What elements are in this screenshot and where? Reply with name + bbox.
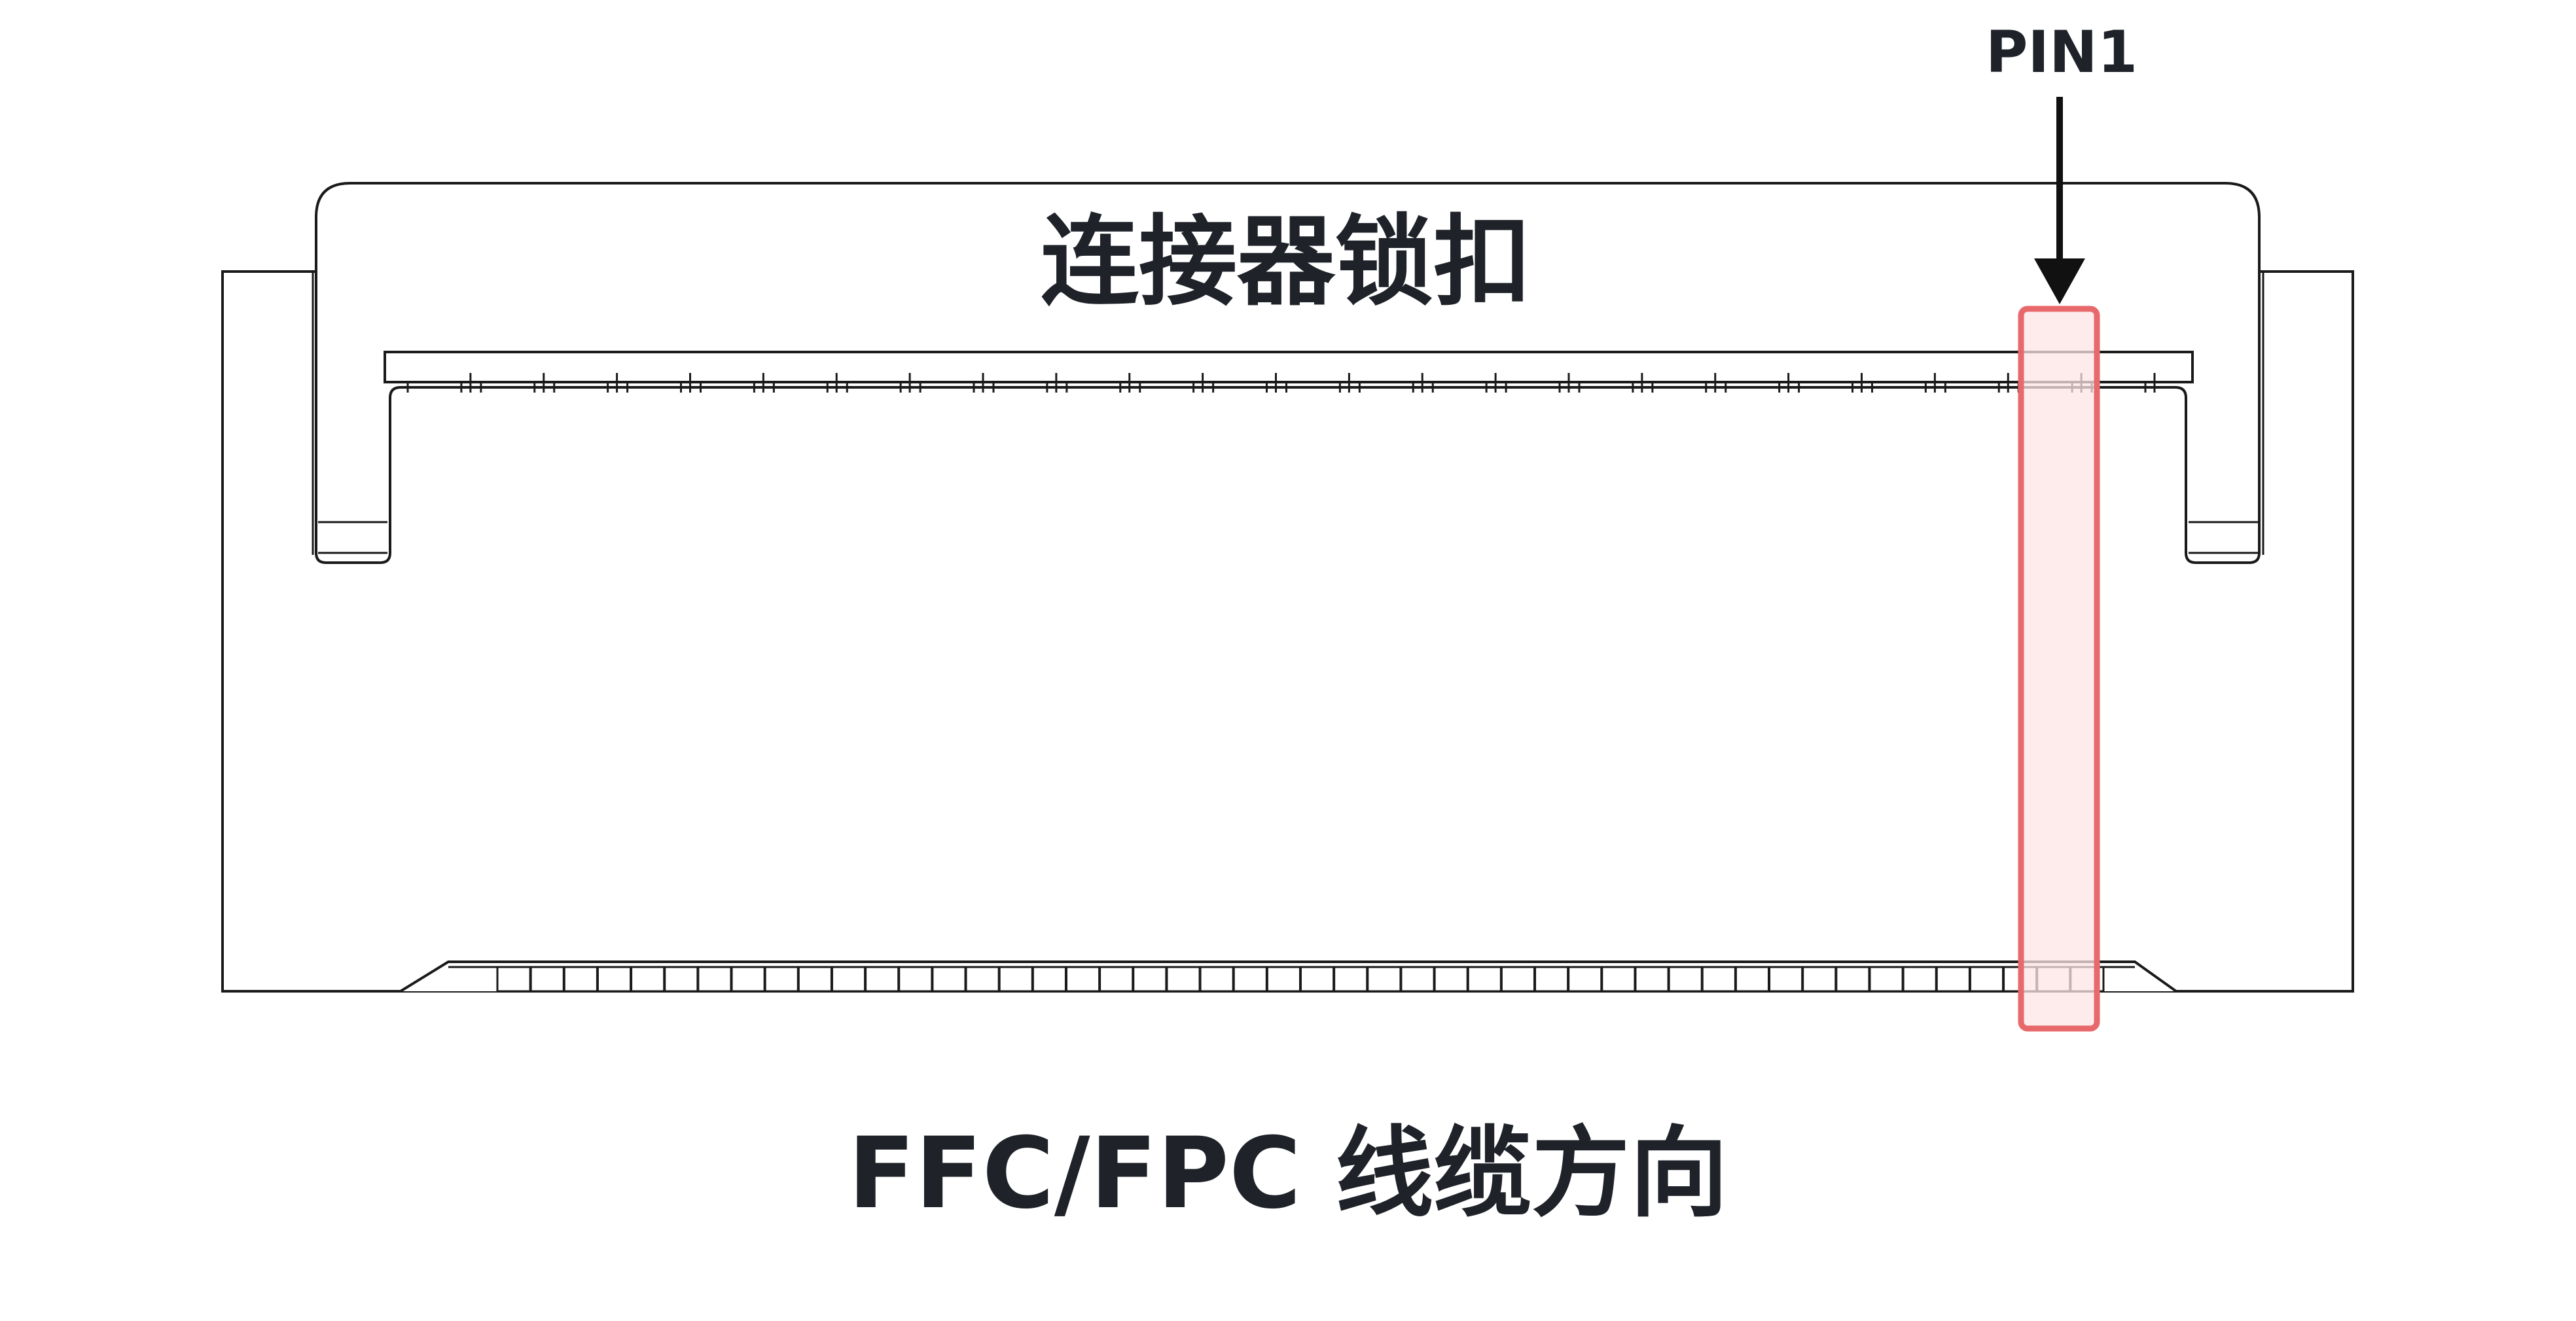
pin1-arrow-head	[2034, 258, 2085, 304]
top-contact	[1285, 381, 1341, 393]
top-contact	[406, 381, 463, 393]
top-contact	[992, 381, 1048, 393]
top-contact	[1212, 381, 1268, 393]
top-contact	[626, 381, 682, 393]
top-contact	[1798, 381, 1853, 393]
top-contact	[1431, 381, 1488, 393]
top-contact	[1871, 381, 1927, 393]
top-contacts	[406, 373, 2156, 393]
top-contact	[1578, 381, 1634, 393]
top-contact	[919, 381, 975, 393]
top-contact	[553, 381, 609, 393]
top-contact	[772, 381, 829, 393]
top-contact	[846, 381, 902, 393]
top-contact	[480, 381, 536, 393]
top-contact	[1065, 381, 1122, 393]
top-contact	[1725, 381, 1781, 393]
top-contact	[1139, 381, 1195, 393]
top-contact	[1358, 381, 1414, 393]
cable-direction-label: FFC/FPC 线缆方向	[848, 1117, 1728, 1231]
pin1-highlight	[2018, 306, 2100, 1032]
latch-label: 连接器锁扣	[1041, 205, 1531, 319]
top-contact-strip	[384, 351, 2194, 383]
bottom-contact-strip	[399, 960, 2177, 993]
top-contact	[1651, 381, 1708, 393]
top-contact	[1505, 381, 1561, 393]
top-contact	[1944, 381, 2000, 393]
top-contact	[700, 381, 755, 393]
pin1-label: PIN1	[1986, 18, 2138, 86]
